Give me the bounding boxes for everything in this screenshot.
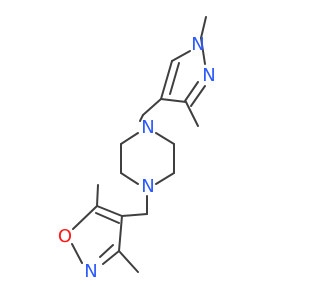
- bond-piperazine-bottom-right: [155, 172, 175, 185]
- bond-n1-methyl: [200, 16, 207, 39]
- bond-isoxazole-c4-c5: [96, 205, 123, 217]
- pyrazole-n1-label: N: [191, 34, 204, 55]
- bond-piperazine-top-upper-right: [155, 132, 175, 145]
- piperazine-n-top-label: N: [141, 117, 154, 138]
- bond-ch2-piperazine-top: [139, 114, 144, 122]
- bond-c4-ch2: [142, 98, 162, 116]
- bond-isoxazole-c3-methyl: [118, 250, 139, 273]
- bond-c4-c5-double: [169, 62, 180, 95]
- bond-c3-c4: [160, 98, 187, 103]
- bond-piperazine-bottom-left: [120, 172, 139, 185]
- bond-piperazine-top-left: [120, 132, 139, 145]
- piperazine-n-bottom-label: N: [141, 176, 154, 197]
- bond-ch2-isoxazole-c4: [121, 213, 148, 217]
- molecule-canvas: N N N N O N: [57, 16, 216, 282]
- bond-c4-c5: [160, 60, 173, 100]
- bond-isoxazole-o-n: [71, 243, 83, 264]
- bond-c5-n1: [171, 50, 191, 62]
- bond-isoxazole-c4-c5-double: [95, 212, 120, 224]
- bond-c3-methyl: [185, 101, 199, 127]
- isoxazole-o-label: O: [58, 226, 72, 247]
- molecule-structure: N N N N O N: [58, 16, 216, 282]
- bond-n2-c3: [184, 81, 199, 102]
- bond-isoxazole-c3-c4: [118, 215, 123, 252]
- bond-isoxazole-c5-methyl: [96, 184, 99, 207]
- bond-isoxazole-n-c3: [102, 250, 120, 265]
- bond-n1-n2: [200, 37, 206, 65]
- bond-isoxazole-n-c3-double: [99, 244, 114, 258]
- bond-isoxazole-c5-o: [72, 205, 98, 230]
- atom-labels: N N N N O N: [58, 34, 216, 282]
- pyrazole-n2-label: N: [202, 65, 215, 86]
- isoxazole-n-label: N: [84, 261, 97, 282]
- bond-n2-c3-double: [190, 85, 206, 107]
- bonds: [71, 16, 207, 273]
